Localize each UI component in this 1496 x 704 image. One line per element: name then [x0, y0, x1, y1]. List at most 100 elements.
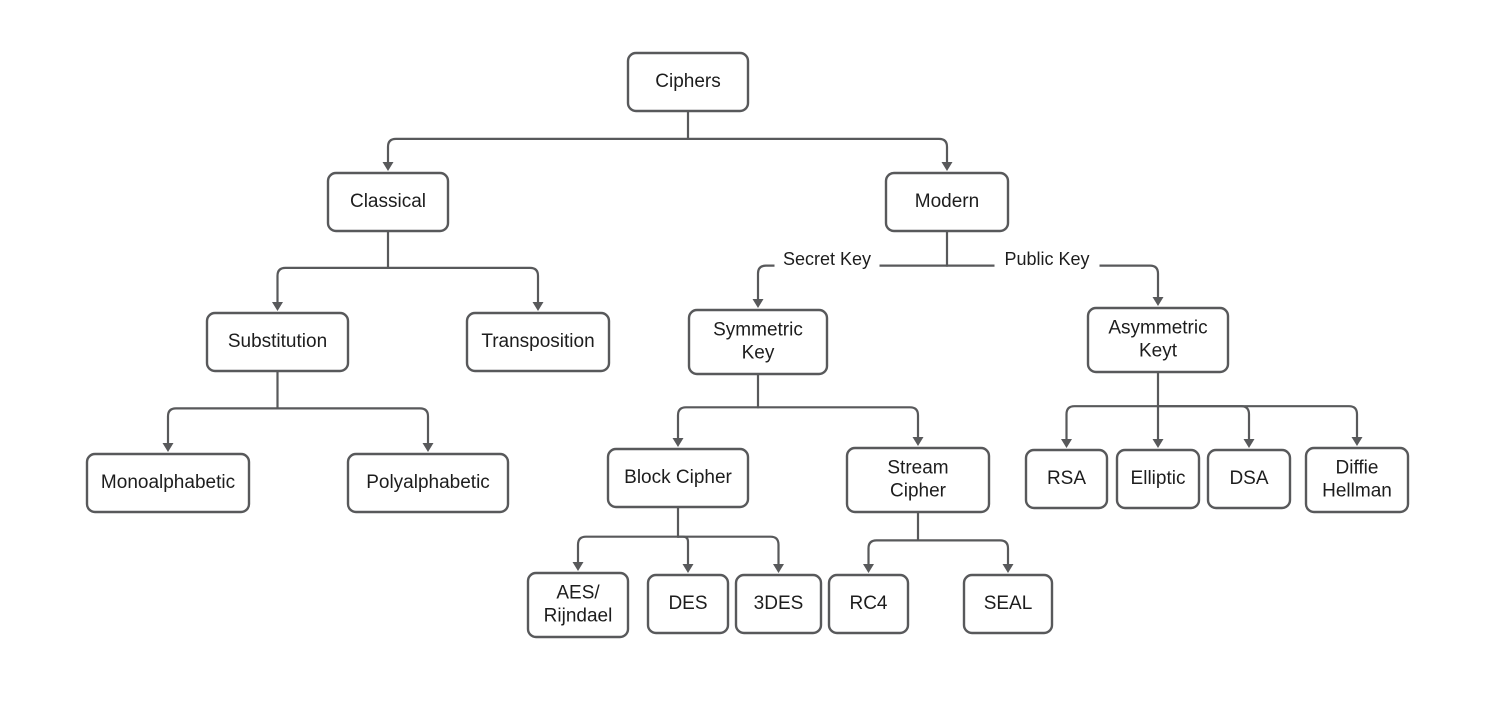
node-classical[interactable]: Classical: [326, 171, 450, 233]
node-box-diffie: [1304, 446, 1410, 514]
edge-label-secret-key: Secret Key: [774, 248, 880, 272]
node-box-modern: [884, 171, 1010, 233]
node-label-tdes: 3DES: [754, 593, 804, 614]
node-box-poly: [346, 452, 510, 514]
edge-arrow-asymmetric-to-elliptic: [1152, 439, 1164, 448]
edge-asymmetric-to-dsa: [1156, 405, 1251, 441]
node-box-stream: [845, 446, 991, 514]
node-box-des: [646, 573, 730, 635]
edge-arrow-symmetric-to-stream: [912, 437, 924, 446]
edge-arrow-classical-to-substitution: [272, 302, 283, 311]
edge-symmetric-to-block: [676, 406, 760, 440]
node-label-block: Block Cipher: [624, 467, 732, 488]
edge-arrow-substitution-to-poly: [422, 443, 434, 452]
node-label-mono: Monoalphabetic: [101, 472, 235, 493]
node-block[interactable]: Block Cipher: [606, 447, 750, 509]
node-mono[interactable]: Monoalphabetic: [85, 452, 251, 514]
node-label-substitution: Substitution: [228, 331, 327, 352]
node-box-ciphers: [626, 51, 750, 113]
edge-arrow-symmetric-to-block: [672, 438, 684, 447]
node-box-asymmetric: [1086, 306, 1230, 374]
edge-label-public-key: Public Key: [994, 248, 1100, 272]
edge-substitution-to-poly: [276, 407, 430, 445]
edge-block-to-des: [676, 535, 690, 566]
node-box-transposition: [465, 311, 611, 373]
node-box-mono: [85, 452, 251, 514]
edge-stream-to-rc4: [867, 539, 920, 566]
edge-arrow-classical-to-transposition: [532, 302, 544, 311]
node-tdes[interactable]: 3DES: [734, 573, 823, 635]
node-label-ciphers: Ciphers: [655, 71, 720, 92]
edge-substitution-to-mono: [166, 407, 279, 445]
node-label-modern: Modern: [915, 191, 979, 212]
node-label-seal: SEAL: [984, 593, 1033, 614]
edge-symmetric-to-stream: [756, 406, 920, 439]
node-aes[interactable]: AES/Rijndael: [526, 571, 630, 639]
node-rsa[interactable]: RSA: [1024, 448, 1109, 510]
node-box-symmetric: [687, 308, 829, 376]
node-box-substitution: [205, 311, 350, 373]
edge-arrow-stream-to-rc4: [863, 564, 874, 573]
edge-block-to-tdes: [676, 535, 780, 566]
node-box-dsa: [1206, 448, 1292, 510]
edge-modern-to-symmetric: [756, 264, 949, 301]
edge-label-bg-secret-key: [774, 248, 880, 272]
node-rc4[interactable]: RC4: [827, 573, 910, 635]
node-label-rc4: RC4: [849, 593, 887, 614]
node-label-rsa: RSA: [1047, 468, 1086, 489]
edge-label-text-secret-key: Secret Key: [783, 249, 871, 269]
node-ciphers[interactable]: Ciphers: [626, 51, 750, 113]
node-label-classical: Classical: [350, 191, 426, 212]
edge-arrow-substitution-to-mono: [162, 443, 174, 452]
node-box-tdes: [734, 573, 823, 635]
node-substitution[interactable]: Substitution: [205, 311, 350, 373]
edge-classical-to-transposition: [386, 266, 540, 304]
node-dsa[interactable]: DSA: [1206, 448, 1292, 510]
node-box-aes: [526, 571, 630, 639]
edge-arrow-block-to-tdes: [773, 564, 784, 573]
node-label-transposition: Transposition: [481, 331, 594, 352]
node-box-elliptic: [1115, 448, 1201, 510]
node-label-poly: Polyalphabetic: [366, 472, 490, 493]
node-transposition[interactable]: Transposition: [465, 311, 611, 373]
edges-layer: [162, 109, 1363, 573]
edge-asymmetric-to-rsa: [1065, 405, 1160, 441]
edge-labels-layer: Secret Key Public Key: [774, 248, 1100, 272]
node-modern[interactable]: Modern: [884, 171, 1010, 233]
node-des[interactable]: DES: [646, 573, 730, 635]
node-label-aes: AES/Rijndael: [544, 583, 613, 627]
node-poly[interactable]: Polyalphabetic: [346, 452, 510, 514]
edge-arrow-stream-to-seal: [1002, 564, 1014, 573]
node-box-seal: [962, 573, 1054, 635]
edge-arrow-ciphers-to-classical: [382, 162, 394, 171]
edge-asymmetric-to-diffie: [1156, 405, 1359, 439]
edge-arrow-asymmetric-to-rsa: [1061, 439, 1072, 448]
edge-ciphers-to-classical: [386, 137, 690, 164]
node-box-rc4: [827, 573, 910, 635]
node-elliptic[interactable]: Elliptic: [1115, 448, 1201, 510]
edge-arrow-block-to-aes: [572, 562, 584, 571]
edge-modern-to-asymmetric: [945, 264, 1160, 299]
node-label-des: DES: [668, 593, 707, 614]
node-label-elliptic: Elliptic: [1131, 468, 1186, 489]
edge-ciphers-to-modern: [686, 137, 949, 164]
edge-block-to-aes: [576, 535, 680, 564]
edge-classical-to-substitution: [276, 266, 390, 304]
node-box-classical: [326, 171, 450, 233]
node-seal[interactable]: SEAL: [962, 573, 1054, 635]
edge-arrow-block-to-des: [682, 564, 694, 573]
edge-arrow-modern-to-asymmetric: [1152, 297, 1164, 306]
edge-arrow-asymmetric-to-dsa: [1243, 439, 1255, 448]
edge-label-text-public-key: Public Key: [1004, 249, 1089, 269]
